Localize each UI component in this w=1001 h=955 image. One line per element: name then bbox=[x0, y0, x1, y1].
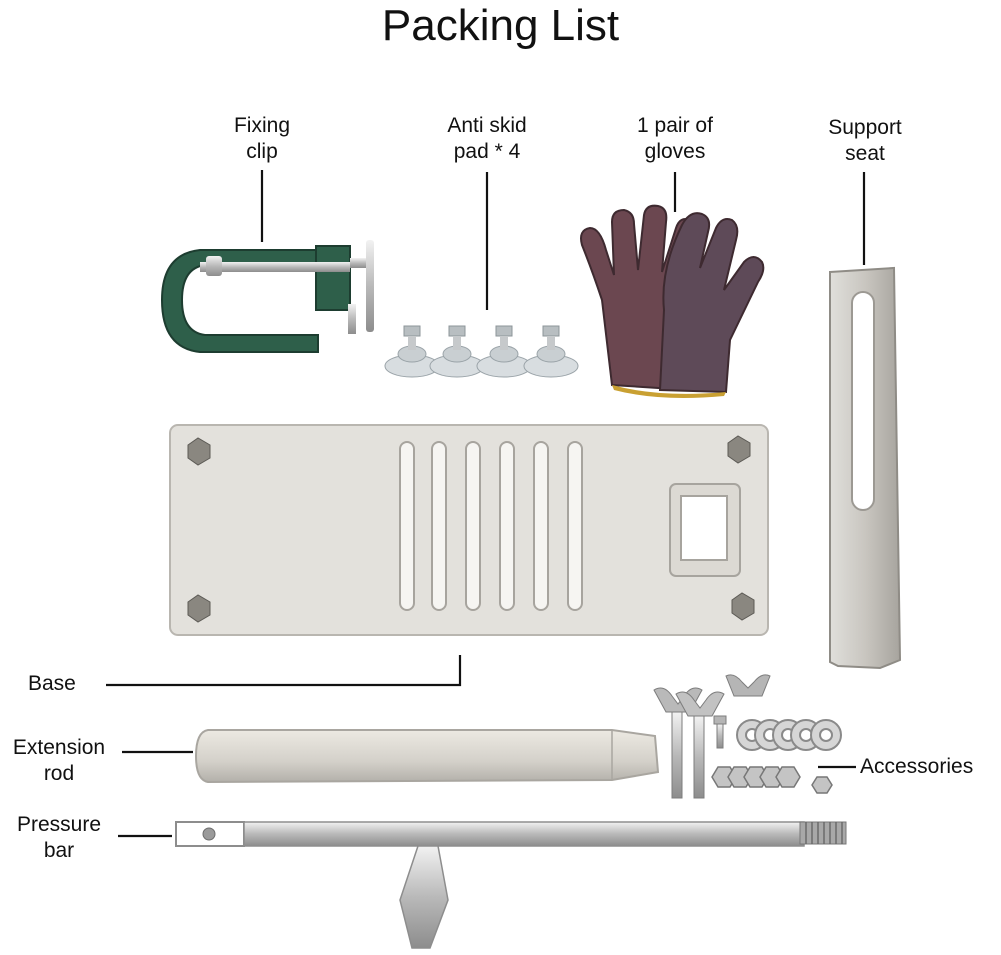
hex-nuts bbox=[711, 766, 833, 794]
hex-nut-hole bbox=[187, 437, 211, 466]
label-support-seat-line1: Support bbox=[828, 116, 902, 139]
label-extension-rod: Extension rod bbox=[0, 735, 118, 787]
leader-base bbox=[106, 655, 462, 687]
label-pressure-bar-line1: Pressure bbox=[16, 813, 102, 836]
small-screw bbox=[713, 715, 727, 749]
anti-skid-pad bbox=[384, 325, 440, 378]
label-anti-skid-line2: pad * 4 bbox=[453, 140, 521, 163]
label-gloves-line2: gloves bbox=[644, 140, 706, 163]
c-clamp-image bbox=[160, 240, 374, 353]
accessories-image bbox=[653, 674, 842, 799]
base-plate-image bbox=[169, 424, 769, 636]
gloves-image bbox=[580, 204, 765, 398]
wing-bolt bbox=[675, 691, 725, 799]
label-anti-skid-pad: Anti skid pad * 4 bbox=[422, 113, 552, 165]
label-support-seat-line2: seat bbox=[845, 142, 885, 165]
page-title: Packing List bbox=[381, 1, 620, 50]
label-fixing-clip-line1: Fixing bbox=[233, 114, 291, 137]
anti-skid-pads-image bbox=[384, 325, 579, 378]
hex-nut-hole bbox=[727, 435, 751, 464]
hex-nut-hole bbox=[731, 592, 755, 621]
label-base-text: Base bbox=[28, 672, 76, 695]
label-gloves-line1: 1 pair of bbox=[637, 114, 713, 137]
label-anti-skid-line1: Anti skid bbox=[447, 114, 527, 137]
label-fixing-clip: Fixing clip bbox=[212, 113, 312, 165]
flat-washers bbox=[736, 719, 842, 751]
anti-skid-pad bbox=[476, 325, 532, 378]
extension-rod-image bbox=[194, 729, 660, 784]
label-pressure-bar: Pressure bar bbox=[4, 812, 114, 864]
anti-skid-pad bbox=[523, 325, 579, 378]
label-support-seat: Support seat bbox=[805, 115, 925, 167]
label-pressure-bar-line2: bar bbox=[43, 839, 75, 862]
label-accessories: Accessories bbox=[860, 754, 973, 780]
pressure-bar-image bbox=[175, 821, 847, 949]
label-accessories-text: Accessories bbox=[860, 755, 974, 778]
label-extension-rod-line1: Extension bbox=[12, 736, 106, 759]
anti-skid-pad bbox=[429, 325, 485, 378]
label-extension-rod-line2: rod bbox=[43, 762, 75, 785]
label-fixing-clip-line2: clip bbox=[246, 140, 278, 163]
label-gloves: 1 pair of gloves bbox=[610, 113, 740, 165]
support-seat-image bbox=[829, 266, 902, 670]
hex-nut-hole bbox=[187, 594, 211, 623]
wing-nut bbox=[725, 674, 771, 697]
label-base: Base bbox=[28, 671, 76, 697]
